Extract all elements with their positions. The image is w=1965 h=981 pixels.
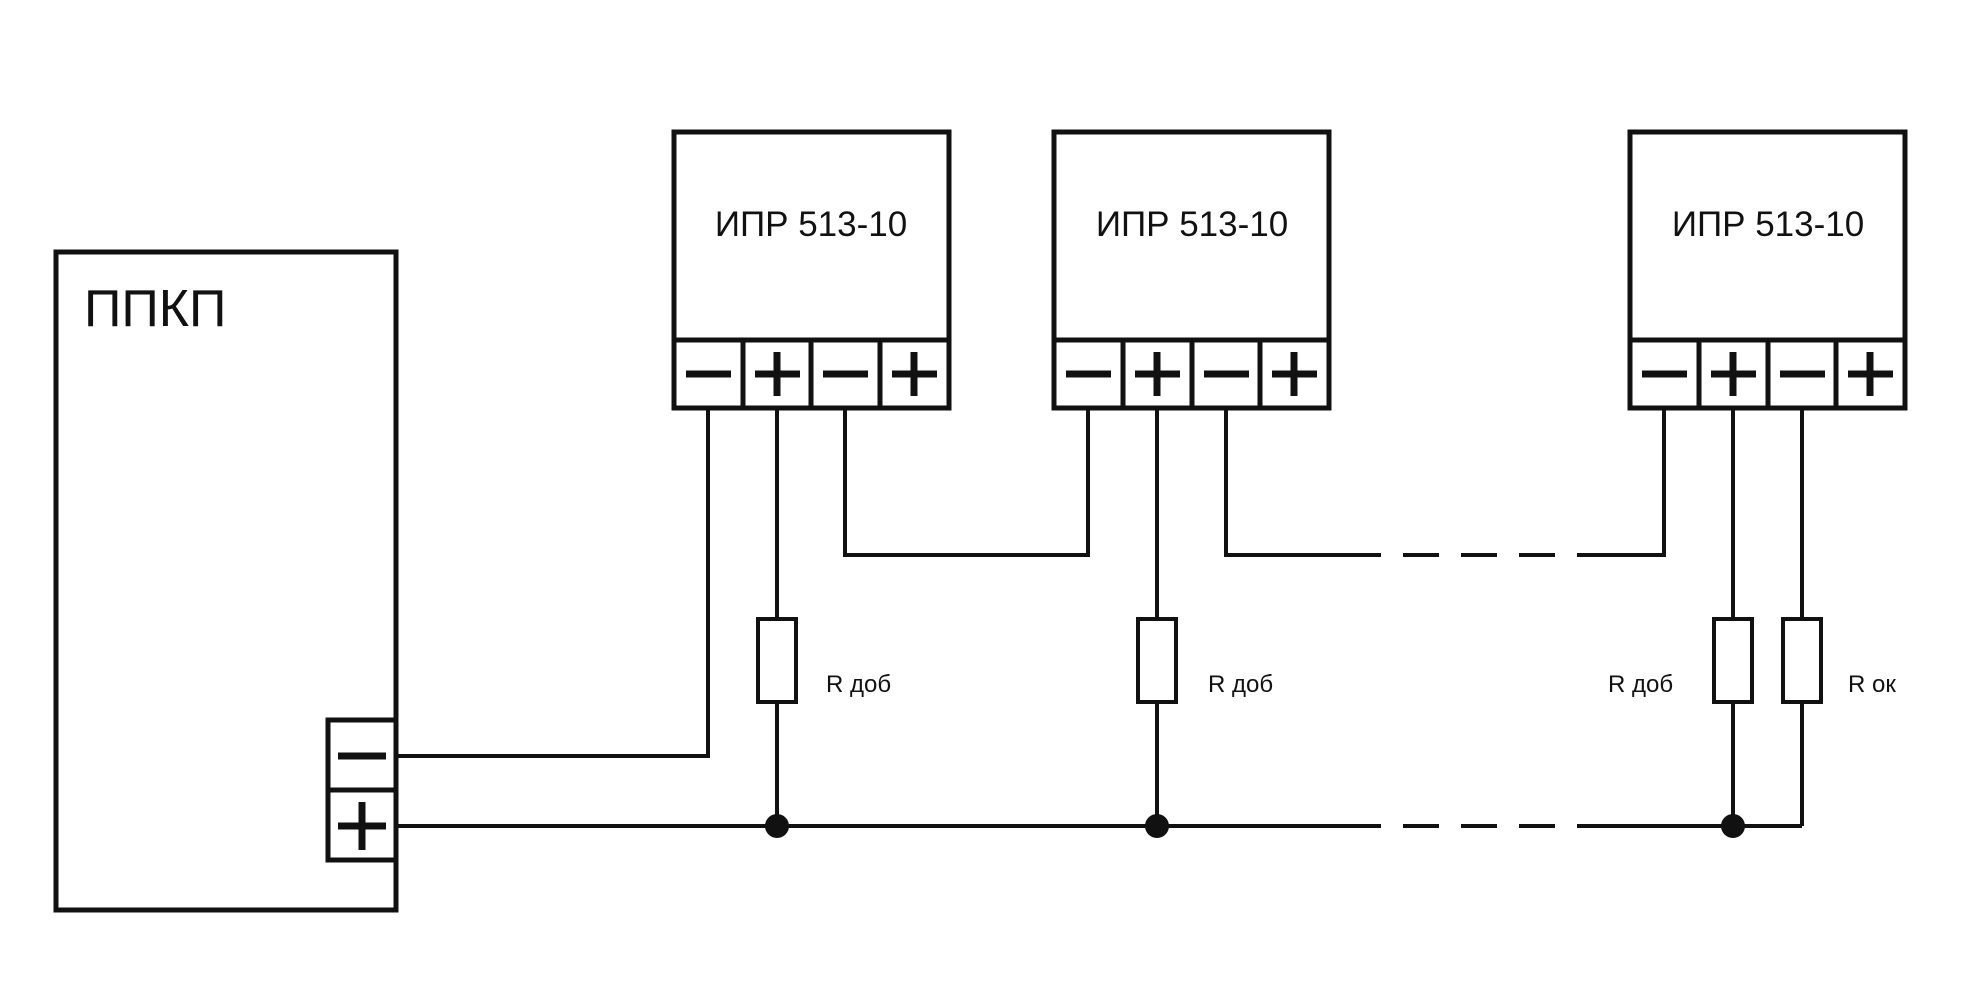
device-1-label: ИПР 513-10: [715, 205, 907, 244]
device-1-plus-1-icon: [755, 352, 800, 396]
device-3: ИПР 513-10: [1627, 129, 1908, 411]
device-3-label: ИПР 513-10: [1672, 205, 1864, 244]
junction-node-3: [1721, 814, 1745, 838]
wire-to-device-3: [1600, 408, 1666, 557]
panel-plus-terminal-icon: [338, 802, 386, 850]
resistor-1: [756, 617, 798, 704]
junction-node-1: [765, 814, 789, 838]
device-2-plus-1-icon: [1135, 352, 1180, 396]
plus-bus-wiring: [396, 408, 1823, 838]
device-3-plus-2-icon: [1848, 352, 1893, 396]
control-panel-label: ППКП: [84, 280, 226, 338]
wire-device-1-to-device-2: [843, 408, 1090, 557]
device-3-plus-1-icon: [1711, 352, 1756, 396]
wire-device-2-out: [1224, 408, 1345, 557]
resistor-end-of-line: [1781, 617, 1823, 704]
device-2-label: ИПР 513-10: [1096, 205, 1288, 244]
resistor-end-of-line-label: R ок: [1848, 671, 1896, 698]
resistor-2-label: R доб: [1208, 671, 1273, 698]
panel-terminals: [325, 717, 399, 863]
resistor-3-label: R доб: [1608, 671, 1673, 698]
minus-loop-wiring: [396, 408, 1666, 758]
resistor-2: [1136, 617, 1178, 704]
device-2-plus-2-icon: [1272, 352, 1317, 396]
resistor-3: [1712, 617, 1754, 704]
device-1: ИПР 513-10: [671, 129, 952, 411]
device-1-plus-2-icon: [892, 352, 937, 396]
control-panel: ППКП: [53, 249, 399, 913]
junction-node-2: [1145, 814, 1169, 838]
wire-panel-minus-to-device-1: [396, 408, 710, 758]
device-2: ИПР 513-10: [1051, 129, 1332, 411]
resistor-1-label: R доб: [826, 671, 891, 698]
